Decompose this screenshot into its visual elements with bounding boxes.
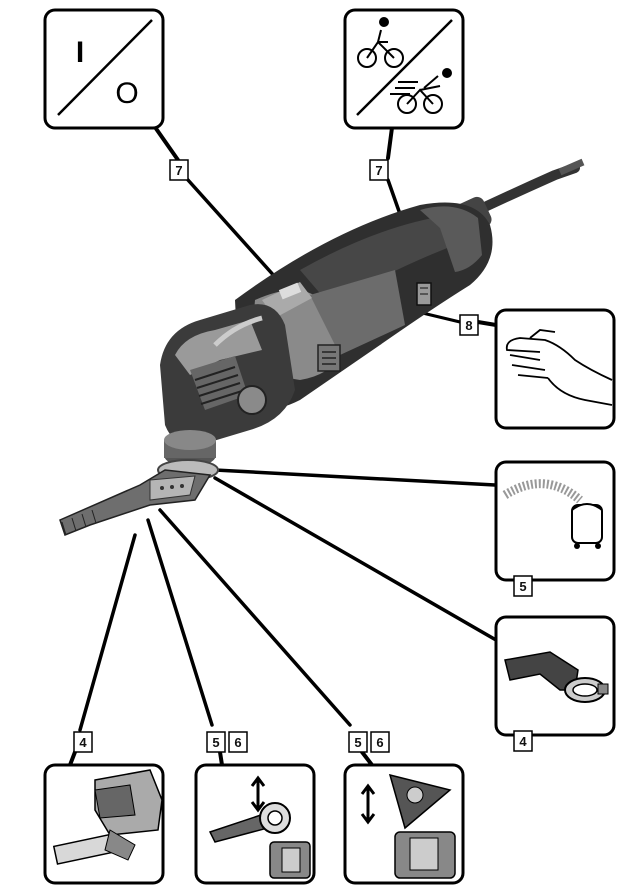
callout-label: 7 [375,163,382,178]
leader-lines [68,118,498,767]
callout-speed: 7 [369,159,389,181]
dust-extraction-icon [502,479,603,549]
callout-blade-change: 5 6 [206,731,248,753]
callout-depth-stop: 4 [73,731,93,753]
callout-label: 5 [354,735,361,750]
off-symbol: O [115,77,138,110]
slow-bicycle-icon [357,17,404,68]
depth-stop-panel [43,763,165,885]
callout-dust-adapter: 4 [513,730,533,752]
blade-change-icon [208,775,311,879]
vacuum-panel [494,460,616,582]
blade-change-panel [194,763,316,885]
grip-panel [494,308,616,430]
speed-panel [343,8,465,130]
oscillating-multi-tool [59,158,585,536]
triangular-sanding-pad-icon [360,773,456,879]
sanding-pad-panel [343,763,465,885]
callout-label: 5 [212,735,219,750]
callout-grip: 8 [459,314,479,336]
dust-adapter-panel [494,615,616,737]
callout-label: 5 [519,579,526,594]
callout-label: 4 [79,735,87,750]
callout-switch: 7 [169,159,189,181]
dust-extraction-adapter-icon [504,651,609,703]
callout-label: 6 [376,735,383,750]
callout-sanding-pad: 5 6 [348,731,390,753]
callout-vacuum: 5 [513,575,533,597]
fast-bicycle-icon [390,68,452,114]
callout-label: 7 [175,163,182,178]
callout-label: 8 [465,318,472,333]
on-symbol: I [76,36,84,69]
hand-grip-icon [505,329,613,406]
switch-panel: I O [43,8,165,130]
callout-label: 4 [519,734,527,749]
depth-stop-icon [52,769,163,865]
callout-label: 6 [234,735,241,750]
